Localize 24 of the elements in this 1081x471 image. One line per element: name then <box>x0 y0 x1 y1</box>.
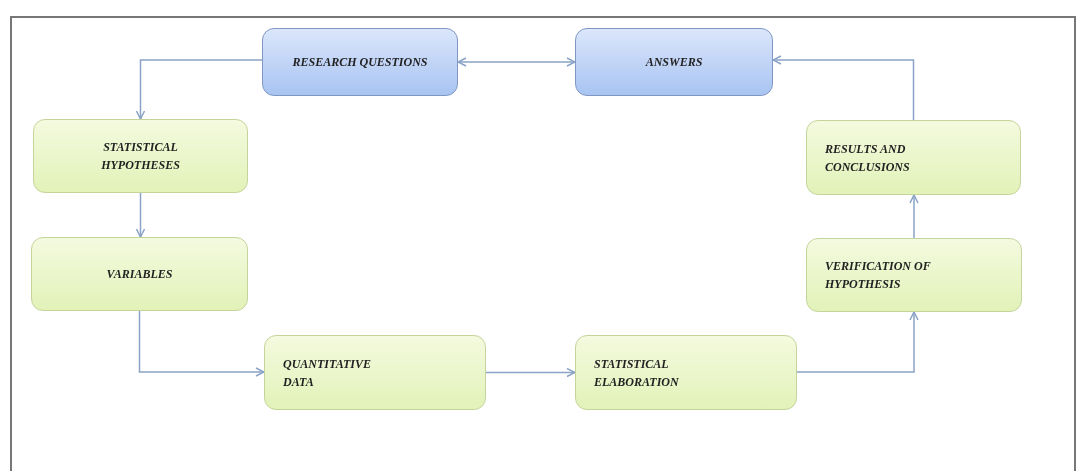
process-box <box>575 335 797 410</box>
box-label: QUANTITATIVE DATA <box>283 355 373 391</box>
process-box <box>31 237 248 311</box>
arrow <box>135 192 146 238</box>
arrow <box>485 367 576 378</box>
box-label: STATISTICAL ELABORATION <box>594 355 680 391</box>
arrow <box>138 310 265 377</box>
box-label: STATISTICAL HYPOTHESES <box>100 139 181 174</box>
box-label: RESULTS AND CONCLUSIONS <box>825 140 911 176</box>
box-label: RESEARCH QUESTIONS <box>292 54 428 71</box>
arrow <box>909 194 919 239</box>
process-box <box>575 28 773 96</box>
box-label: VARIABLES <box>106 266 173 283</box>
process-box <box>33 119 248 193</box>
process-box <box>262 28 458 96</box>
arrow <box>772 55 915 121</box>
arrow <box>796 311 919 373</box>
box-label: ANSWERS <box>645 54 703 71</box>
process-box <box>806 238 1022 312</box>
arrow <box>135 59 263 120</box>
box-label: VERIFICATION OF HYPOTHESIS <box>825 258 932 293</box>
arrow <box>457 57 576 67</box>
process-box <box>806 120 1021 195</box>
process-box <box>264 335 486 410</box>
